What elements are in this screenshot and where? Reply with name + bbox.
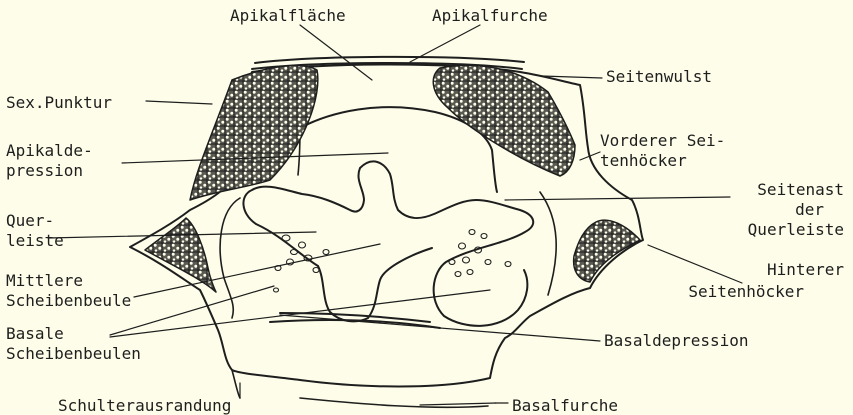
sex-punktur-right	[433, 65, 575, 176]
scheibe-outline	[220, 198, 240, 318]
label-seitenast-2: der	[660, 200, 824, 219]
sex-punktur-left	[190, 65, 318, 200]
querleiste	[243, 161, 533, 325]
label-vorderer-seitenhoecker-2: tenhöcker	[600, 151, 687, 170]
label-hinterer-seitenhoecker-1: Hinterer	[660, 260, 844, 279]
basalfurche	[300, 398, 488, 407]
label-schulterausrandung: Schulterausrandung	[58, 396, 231, 415]
label-seitenast-1: Seitenast	[660, 180, 844, 199]
hinterer-seitenhoecker-left	[145, 218, 216, 292]
label-sex-punktur: Sex.Punktur	[6, 93, 112, 112]
label-apikalflaeche: Apikalfläche	[230, 6, 346, 25]
label-apikaldepression-1: Apikalde-	[6, 141, 93, 160]
schulter-edge	[232, 370, 240, 398]
scheibe-right	[540, 192, 556, 295]
hinterer-seitenhoecker-right	[574, 220, 640, 282]
label-basale-scheibenbeulen-1: Basale	[6, 324, 64, 343]
label-basale-scheibenbeulen-2: Scheibenbeulen	[6, 344, 141, 363]
label-seitenast-3: Querleiste	[660, 220, 844, 239]
label-basalfurche: Basalfurche	[512, 396, 618, 415]
label-mittlere-scheibenbeule-1: Mittlere	[6, 271, 83, 290]
label-basaldepression: Basaldepression	[604, 331, 749, 350]
label-apikalfurche: Apikalfurche	[432, 6, 548, 25]
label-vorderer-seitenhoecker-1: Vorderer Sei-	[600, 131, 725, 150]
basale-scheibenbeulen-dots	[274, 230, 512, 293]
label-querleiste-2: leiste	[6, 231, 64, 250]
label-hinterer-seitenhoecker-2: Seitenhöcker	[620, 282, 804, 301]
label-querleiste-1: Quer-	[6, 211, 54, 230]
label-seitenwulst: Seitenwulst	[606, 67, 712, 86]
label-apikaldepression-2: pression	[6, 161, 83, 180]
label-mittlere-scheibenbeule-2: Scheibenbeule	[6, 291, 131, 310]
mittlere-scheibenbeule	[318, 248, 432, 321]
